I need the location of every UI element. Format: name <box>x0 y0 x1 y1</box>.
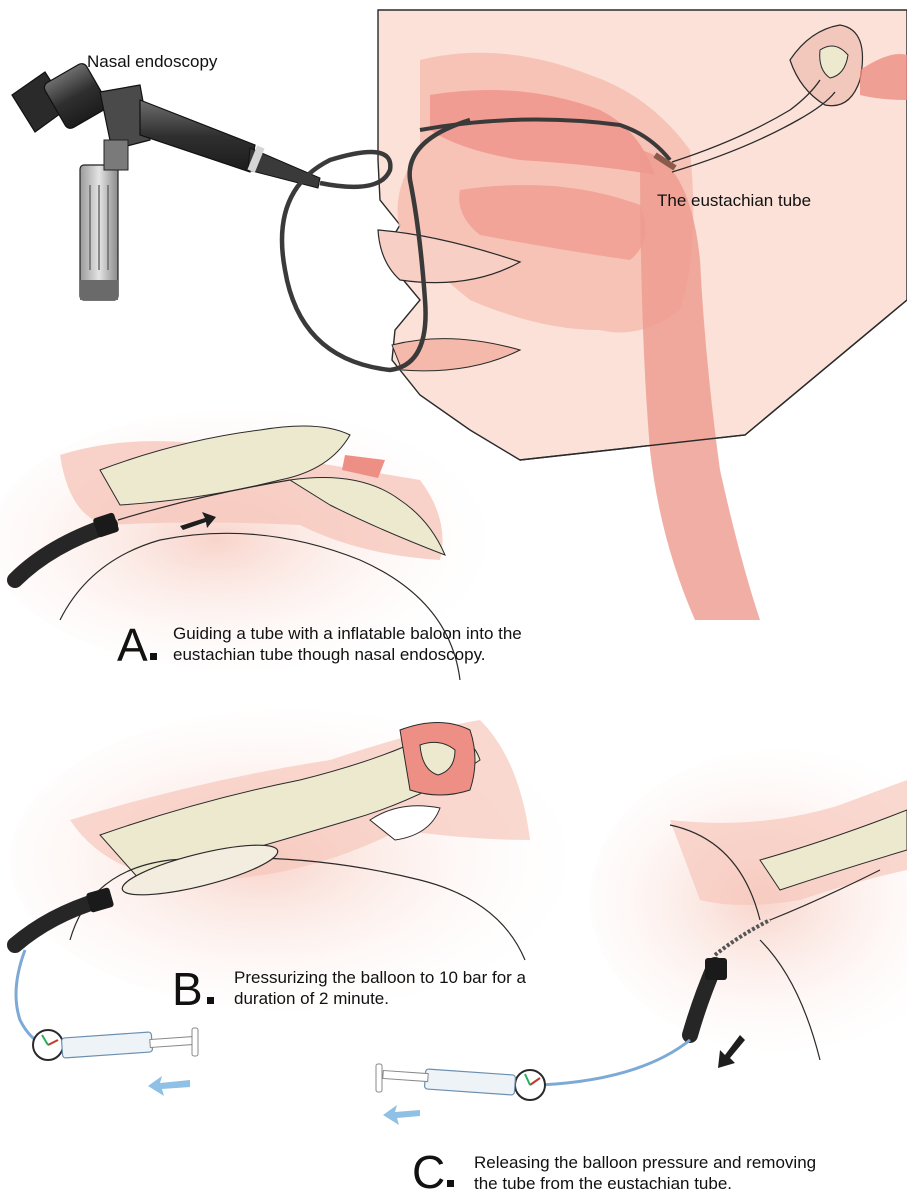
step-b-description: Pressurizing the balloon to 10 bar for a… <box>234 967 526 1009</box>
step-b-letter: B <box>172 966 203 1012</box>
step-c-line-2: the tube from the eustachian tube. <box>474 1173 816 1193</box>
step-a-dot <box>150 653 157 660</box>
step-b-dot <box>207 997 214 1004</box>
step-a-description: Guiding a tube with a inflatable baloon … <box>173 623 522 665</box>
nasal-endoscopy-label: Nasal endoscopy <box>87 52 217 72</box>
step-c-line-1: Releasing the balloon pressure and remov… <box>474 1152 816 1173</box>
step-c-description: Releasing the balloon pressure and remov… <box>474 1152 816 1193</box>
step-a-line-1: Guiding a tube with a inflatable baloon … <box>173 623 522 644</box>
step-c-letter: C <box>412 1149 445 1193</box>
step-b-line-2: duration of 2 minute. <box>234 988 526 1009</box>
eustachian-tube-label: The eustachian tube <box>657 191 811 211</box>
step-c-dot <box>447 1180 454 1187</box>
step-a-letter: A <box>117 622 148 668</box>
panel-b-illustration <box>10 710 570 1096</box>
step-a-line-2: eustachian tube though nasal endoscopy. <box>173 644 522 665</box>
step-b-line-1: Pressurizing the balloon to 10 bar for a <box>234 967 526 988</box>
